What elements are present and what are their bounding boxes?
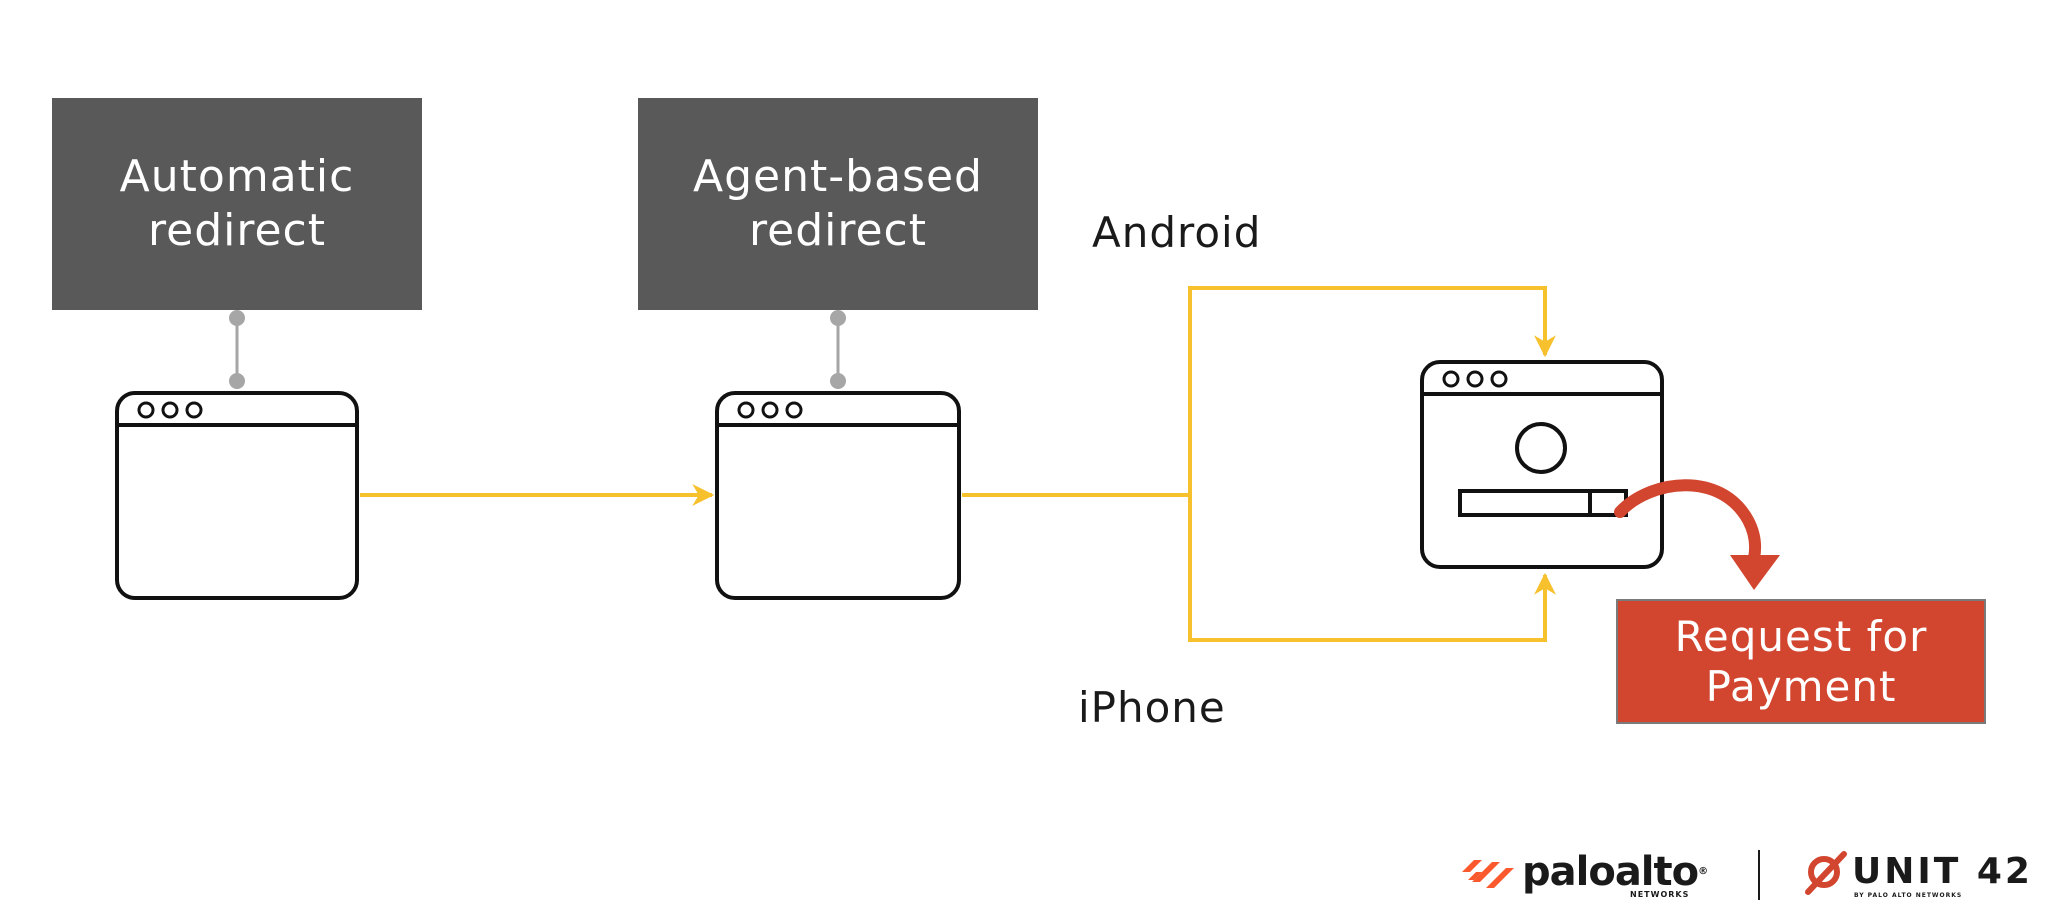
- paloalto-word: paloalto: [1522, 849, 1699, 895]
- request-for-payment-box: Request for Payment: [1616, 599, 1986, 724]
- agent-based-redirect-line1: Agent-based: [693, 151, 983, 202]
- unit42-wordmark: UNIT 42: [1852, 851, 2033, 892]
- request-for-payment-line2: Payment: [1705, 661, 1897, 711]
- iphone-label: iPhone: [1078, 683, 1226, 732]
- connector-agent: [830, 310, 846, 389]
- iphone-arrow: [1188, 495, 1556, 642]
- paloalto-networks-sub: NETWORKS: [1630, 890, 1690, 899]
- android-label: Android: [1092, 208, 1262, 257]
- agent-based-redirect-line2: redirect: [749, 205, 927, 256]
- browser-window-icon: [115, 391, 359, 600]
- payment-form-window-icon: [1420, 360, 1664, 569]
- unit42-sub: BY PALO ALTO NETWORKS: [1854, 892, 1963, 899]
- paloalto-mark-icon: [1462, 860, 1514, 888]
- automatic-redirect-line2: redirect: [148, 205, 326, 256]
- registered-mark: ®: [1698, 866, 1708, 877]
- agent-based-redirect-box: Agent-based redirect: [638, 98, 1038, 310]
- paloalto-networks-logo: paloalto® NETWORKS: [1458, 849, 1708, 900]
- automatic-redirect-box: Automatic redirect: [52, 98, 422, 310]
- flow-branch-arrows: [962, 286, 1556, 642]
- browser-window-icon: [715, 391, 961, 600]
- request-for-payment-line1: Request for: [1674, 611, 1928, 661]
- automatic-redirect-line1: Automatic: [119, 151, 355, 202]
- logo-divider: [1758, 850, 1760, 900]
- curved-arrow-icon: [1614, 479, 1780, 590]
- connector-automatic: [229, 310, 245, 389]
- unit42-mark-icon: [1805, 851, 1847, 895]
- android-arrow: [1188, 286, 1556, 495]
- paloalto-wordmark: paloalto®: [1522, 849, 1708, 895]
